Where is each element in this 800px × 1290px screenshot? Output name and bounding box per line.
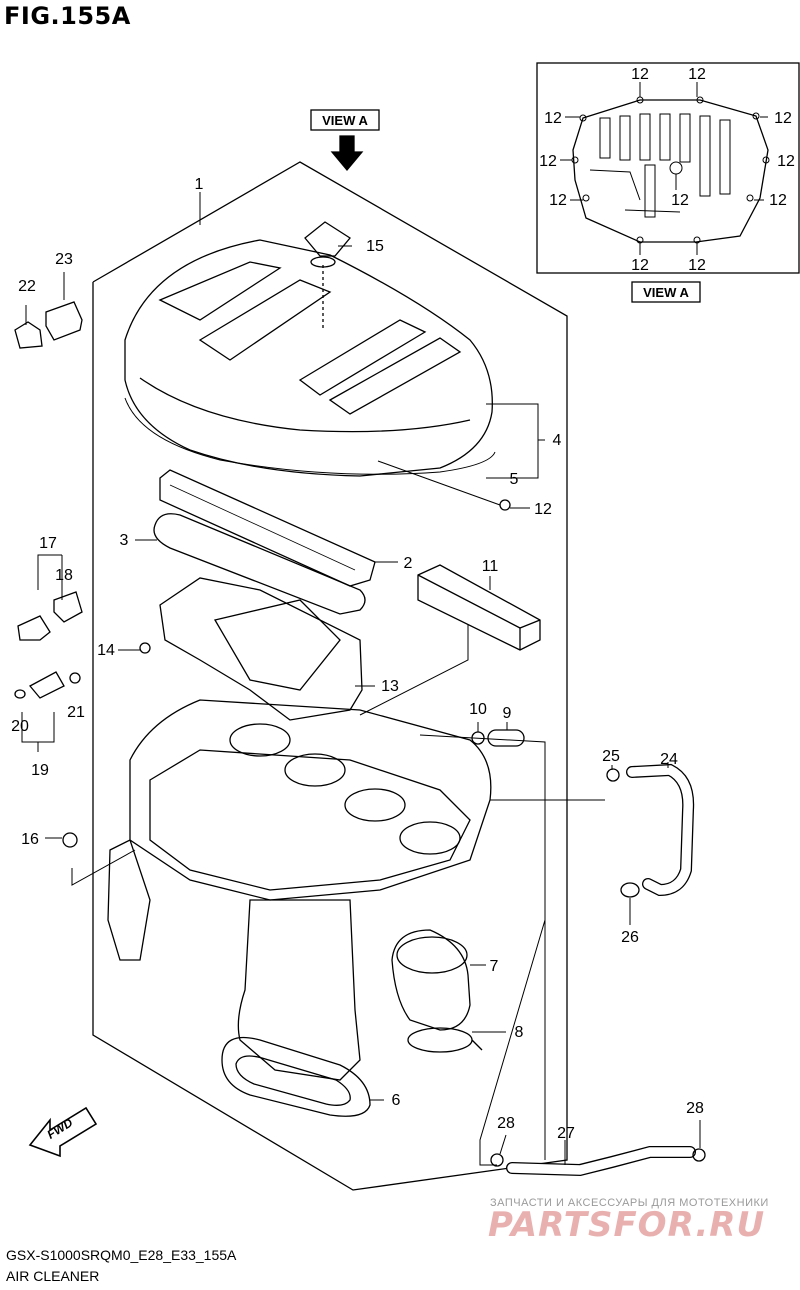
- callout-27: 27: [557, 1125, 575, 1142]
- part-intake-duct: [159, 577, 363, 721]
- inset-view-label-box: [631, 281, 701, 303]
- callout-17: 17: [39, 535, 57, 552]
- part-drain-hose-clip-b: [692, 1148, 706, 1162]
- leader-lines: [21, 82, 768, 1166]
- inset-callout-11: 12: [688, 257, 706, 274]
- inset-callout-5: 12: [539, 153, 557, 170]
- view-a-label-box: [310, 109, 380, 131]
- part-bracket-23: [45, 301, 83, 341]
- inset-callout-6: 12: [777, 153, 795, 170]
- part-intake-lip: [221, 1036, 371, 1117]
- watermark-tagline: ЗАПЧАСТИ И АКСЕССУАРЫ ДЛЯ МОТОТЕХНИКИ: [490, 1197, 769, 1209]
- inset-callout-10: 12: [631, 257, 649, 274]
- figure-title: FIG.155A: [4, 2, 131, 30]
- part-intake-boot: [391, 929, 471, 1031]
- part-screw-21: [69, 672, 81, 684]
- callout-15: 15: [366, 238, 384, 255]
- inset-callout-2: 12: [688, 66, 706, 83]
- callout-25: 25: [602, 748, 620, 765]
- callout-1: 1: [195, 176, 204, 193]
- callout-4: 4: [553, 432, 562, 449]
- callout-16: 16: [21, 831, 39, 848]
- part-foam: [417, 564, 541, 651]
- part-filter: [159, 469, 376, 587]
- part-hose-clip-a: [606, 768, 620, 782]
- callout-11: 11: [482, 558, 499, 575]
- callout-2: 2: [404, 555, 413, 572]
- callout-3: 3: [120, 532, 129, 549]
- callout-12: 12: [534, 501, 552, 518]
- callout-group: 1 2 3 4 5 6 7 8 9 10 11 12 13 14 15 16 1…: [11, 66, 795, 1142]
- part-hose-clamp: [407, 1027, 473, 1053]
- callout-9: 9: [503, 705, 512, 722]
- callout-18: 18: [55, 567, 73, 584]
- callout-5: 5: [510, 471, 519, 488]
- callout-21: 21: [67, 704, 85, 721]
- part-filter-frame: [153, 513, 366, 615]
- callout-20: 20: [11, 718, 29, 735]
- callout-19: 19: [31, 762, 49, 779]
- inset-cover: [572, 99, 769, 243]
- callout-28b: 28: [686, 1100, 704, 1117]
- callout-13: 13: [381, 678, 399, 695]
- fwd-label: FWD: [45, 1115, 76, 1142]
- inset-frame: [536, 62, 800, 274]
- inset-bolts: [571, 96, 770, 244]
- fwd-arrow: [28, 1106, 98, 1158]
- callout-22: 22: [18, 278, 36, 295]
- part-drain-hose-clip-a: [490, 1153, 504, 1167]
- part-hose-clip-b: [620, 882, 640, 898]
- view-a-label: VIEW A: [322, 113, 368, 128]
- part-drain-cap: [487, 729, 525, 747]
- part-bracket-22: [14, 321, 43, 349]
- assembly-outline: [92, 161, 568, 1191]
- callout-8: 8: [515, 1024, 524, 1041]
- callout-23: 23: [55, 251, 73, 268]
- part-breather-hose: [626, 763, 695, 897]
- model-code: GSX-S1000SRQM0_E28_E33_155A: [6, 1247, 237, 1263]
- inset-view-label: VIEW A: [643, 285, 689, 300]
- part-lower-funnel: [237, 899, 361, 1081]
- callout-24: 24: [660, 751, 678, 768]
- part-seal: [124, 397, 496, 475]
- part-holder-18: [53, 591, 83, 623]
- part-sensor-19: [28, 671, 65, 699]
- part-oring-20: [14, 689, 26, 699]
- inset-callout-7: 12: [549, 192, 567, 209]
- part-sensor-17: [17, 615, 51, 641]
- part-cover: [124, 239, 493, 477]
- inset-callout-3: 12: [544, 110, 562, 127]
- callout-28a: 28: [497, 1115, 515, 1132]
- callout-26: 26: [621, 929, 639, 946]
- view-a-arrow: [330, 135, 364, 172]
- callout-14: 14: [97, 642, 115, 659]
- inset-callout-1: 12: [631, 66, 649, 83]
- inset-callout-9: 12: [671, 192, 689, 209]
- callout-7: 7: [490, 958, 499, 975]
- part-screw-12: [499, 499, 511, 511]
- callout-10: 10: [469, 701, 487, 718]
- inset-callout-4: 12: [774, 110, 792, 127]
- part-screw-14: [139, 642, 151, 654]
- inset-callout-8: 12: [769, 192, 787, 209]
- part-label-tab: [304, 221, 351, 257]
- inset-ribs: [589, 113, 731, 218]
- watermark-logo: PARTSFOR.RU: [488, 1205, 766, 1245]
- callout-6: 6: [392, 1092, 401, 1109]
- part-lower-case: [129, 699, 492, 901]
- figure-name: AIR CLEANER: [6, 1268, 100, 1284]
- part-bolt-16: [62, 832, 78, 848]
